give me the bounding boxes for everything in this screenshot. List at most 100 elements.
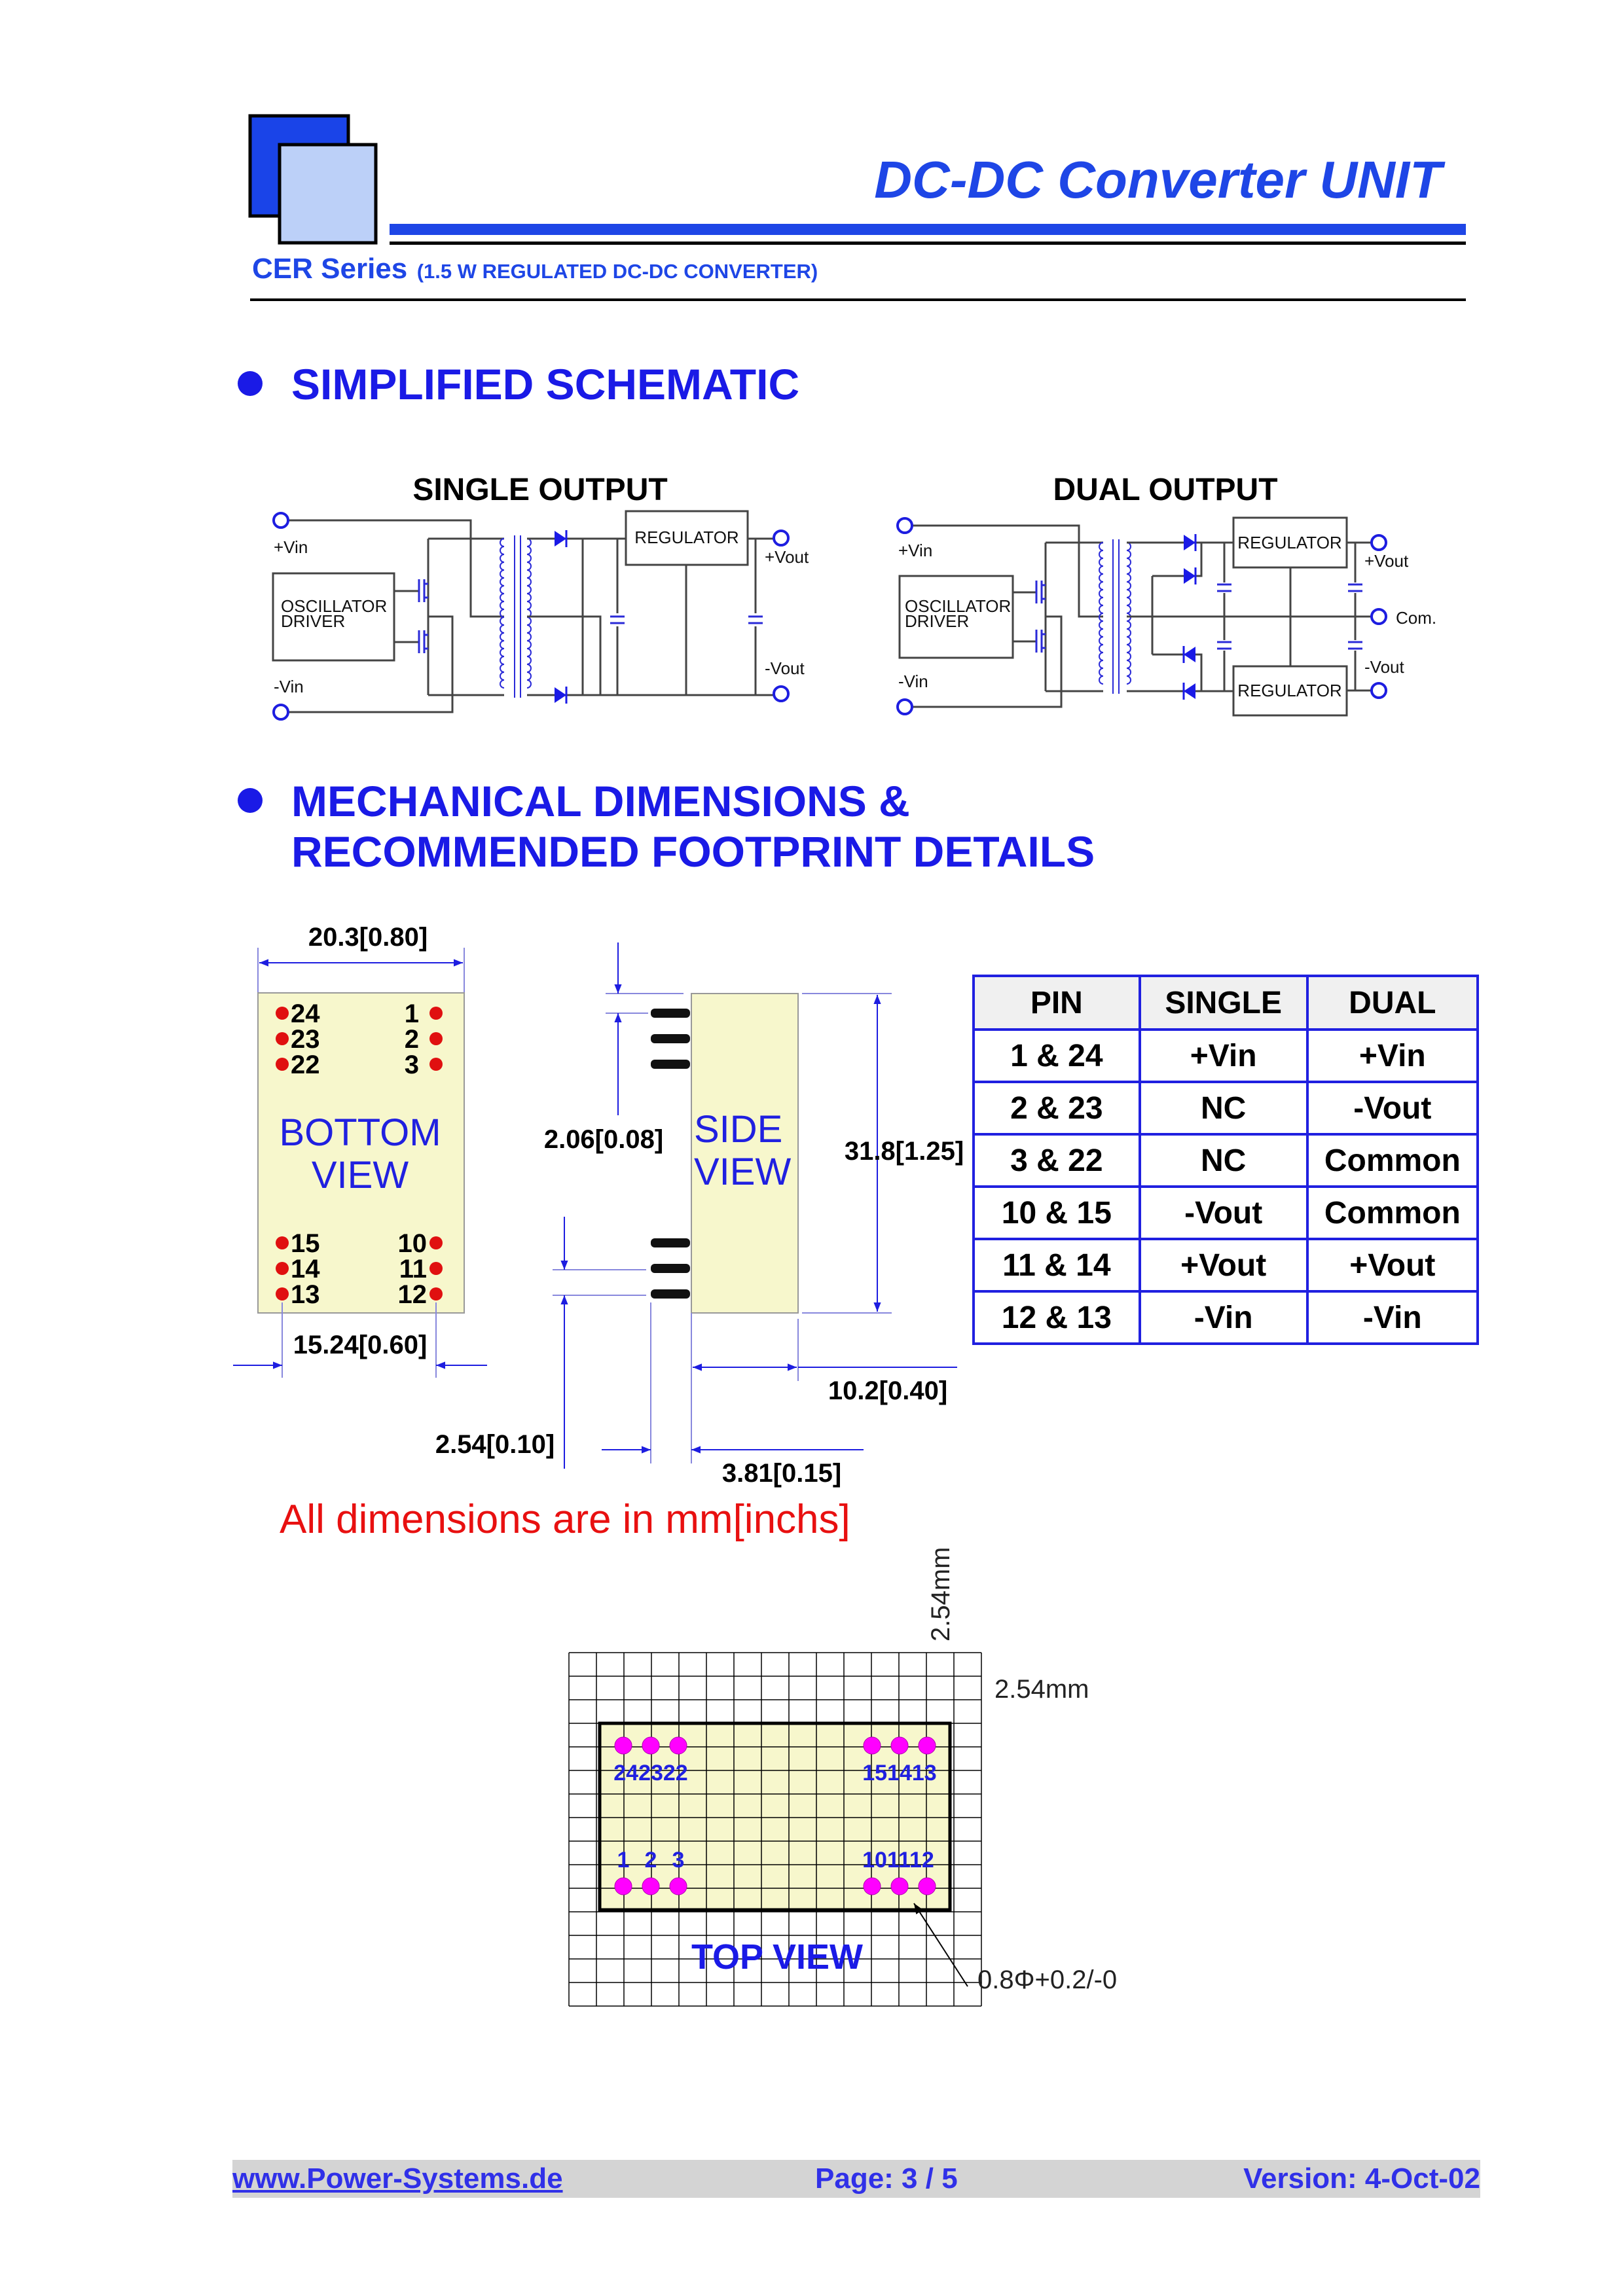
regulator-block-bottom <box>1232 665 1348 717</box>
terminal-vin-pos <box>896 517 913 534</box>
single-output-title: SINGLE OUTPUT <box>412 473 667 507</box>
cell-dual: Common <box>1305 1185 1480 1240</box>
pin-number: 22 <box>291 1050 320 1079</box>
header-rule <box>390 242 1466 245</box>
pin-number: 13 <box>291 1280 320 1309</box>
regulator-top-label: REGULATOR <box>1237 533 1341 552</box>
label-vout-neg: -Vout <box>765 658 805 678</box>
pin-number: 10 <box>398 1229 428 1258</box>
cell-single: NC <box>1138 1081 1309 1136</box>
side-view-drawing: SIDE VIEW 2.06[0.08] 31.8[1.25] 2.54[0.1… <box>435 942 964 1488</box>
top-view-label: TOP VIEW <box>691 1937 863 1977</box>
cell-dual: Common <box>1305 1133 1480 1188</box>
regulator-bottom-label: REGULATOR <box>1237 681 1341 700</box>
capacitor-icon <box>1217 641 1231 650</box>
pin-offset-dimension-label: 2.06[0.08] <box>544 1125 663 1154</box>
cell-pin: 10 & 15 <box>972 1185 1141 1240</box>
bullet-icon <box>238 788 263 813</box>
column-header-dual: DUAL <box>1305 975 1480 1031</box>
pin-number: 14 <box>291 1255 320 1283</box>
module-footprint-fill <box>600 1723 950 1910</box>
cell-pin: 11 & 14 <box>972 1238 1141 1293</box>
cell-pin: 3 & 22 <box>972 1133 1141 1188</box>
bottom-view-label: VIEW <box>312 1154 409 1196</box>
header-blue-bar <box>390 224 1466 235</box>
transformer-secondary-icon <box>526 538 532 689</box>
document-title: DC-DC Converter UNIT <box>874 151 1446 209</box>
side-pins <box>651 1009 690 1299</box>
diode-icon <box>1184 567 1197 584</box>
column-header-pin: PIN <box>972 975 1141 1031</box>
label-vout-neg: -Vout <box>1364 657 1404 677</box>
diode-icon <box>555 687 568 704</box>
bullet-icon <box>238 371 263 396</box>
mosfet-icon <box>418 630 428 653</box>
pin-dots <box>276 1007 443 1300</box>
cell-single: +Vin <box>1138 1028 1309 1083</box>
grid-horizontal-pitch-label: 2.54mm <box>994 1675 1089 1704</box>
pin-number: 23 <box>291 1025 320 1054</box>
table-row: 1 & 24+Vin+Vin <box>972 1028 1480 1083</box>
pin-number: 12 <box>398 1280 428 1309</box>
section-heading-schematic: SIMPLIFIED SCHEMATIC <box>291 360 799 408</box>
transformer-secondary-icon <box>1126 542 1131 685</box>
capacitor-icon <box>1348 641 1362 650</box>
mosfet-icon <box>418 579 428 602</box>
module-footprint-outline <box>598 1721 952 1912</box>
pin-numbers: 24 23 22 1 2 3 15 14 13 10 11 12 <box>291 999 427 1309</box>
hole-leader-arrow <box>913 1903 968 1987</box>
page-number: Page: 3 / 5 <box>815 2162 958 2195</box>
website-link[interactable]: www.Power-Systems.de <box>232 2162 563 2195</box>
label-vin-pos: +Vin <box>274 537 308 557</box>
terminal-com <box>1370 608 1387 625</box>
pitch-dimension-label: 15.24[0.60] <box>293 1331 428 1359</box>
cell-dual: +Vin <box>1305 1028 1480 1083</box>
grid-vertical-pitch-label: 2.54mm <box>926 1547 955 1642</box>
cell-single: -Vin <box>1138 1290 1309 1345</box>
cell-pin: 12 & 13 <box>972 1290 1141 1345</box>
footprint-pads <box>614 1736 936 1895</box>
dual-output-title: DUAL OUTPUT <box>1053 473 1277 507</box>
pin-number: 15 <box>291 1229 320 1258</box>
pin-number: 3 <box>405 1050 419 1079</box>
diode-icon <box>1182 683 1195 700</box>
transformer-primary-icon <box>500 538 505 689</box>
capacitor-icon <box>748 615 763 624</box>
pin-number: 11 <box>399 1255 427 1283</box>
diode-icon <box>1184 534 1197 551</box>
pin-number: 1 <box>405 999 419 1028</box>
pad-number: 2 <box>645 1848 657 1873</box>
table-row: 11 & 14+Vout+Vout <box>972 1238 1480 1293</box>
osc-label: OSCILLATOR <box>905 596 1011 616</box>
depth-dimension-label: 10.2[0.40] <box>828 1376 947 1405</box>
terminal-vout-neg <box>1370 682 1387 699</box>
pad-number: 1 <box>617 1848 630 1873</box>
section-heading-mechanical-1: MECHANICAL DIMENSIONS & <box>291 777 910 825</box>
cell-dual: -Vin <box>1305 1290 1480 1345</box>
height-dimension-label: 31.8[1.25] <box>845 1137 964 1166</box>
pin-spacing-dimension-label: 2.54[0.10] <box>435 1430 555 1459</box>
side-view-label: VIEW <box>694 1151 791 1193</box>
regulator-block-top <box>1232 516 1348 569</box>
diode-icon <box>555 530 568 547</box>
driver-label: DRIVER <box>281 611 345 631</box>
module-side-outline <box>691 993 799 1314</box>
table-header-row: PIN SINGLE DUAL <box>972 975 1480 1031</box>
footprint-drawing: 242322 151413 1 2 3 101112 TOP VIEW 2.54… <box>568 1547 1117 2007</box>
mosfet-icon <box>1035 630 1046 653</box>
pad-number: 3 <box>672 1848 685 1873</box>
page-footer: www.Power-Systems.de Page: 3 / 5 Version… <box>232 2160 1480 2198</box>
cell-dual: +Vout <box>1305 1238 1480 1293</box>
pin-number: 24 <box>291 999 320 1028</box>
label-vout-pos: +Vout <box>1364 551 1409 571</box>
terminal-vout-neg <box>773 685 790 702</box>
label-vout-pos: +Vout <box>765 547 809 567</box>
pin-number: 2 <box>405 1025 419 1054</box>
cell-pin: 1 & 24 <box>972 1028 1141 1083</box>
label-com: Com. <box>1396 608 1436 628</box>
regulator-block <box>625 510 749 566</box>
